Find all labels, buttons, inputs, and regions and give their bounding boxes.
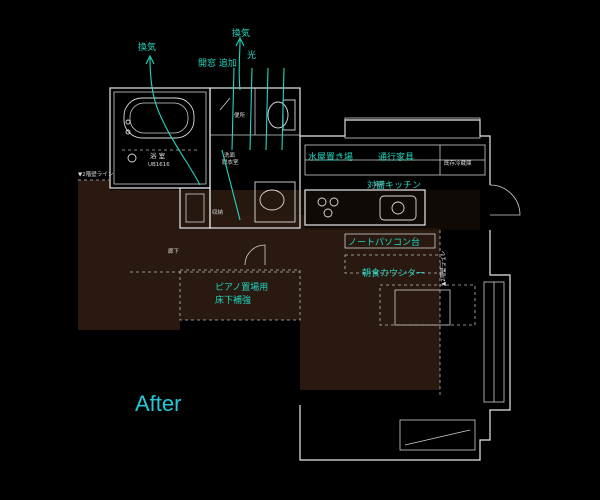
wash-basin	[254, 181, 296, 223]
note-ventilation-top: 換気	[232, 27, 250, 39]
kitchen-living: 既存冷蔵庫 台所 ▲2階壁ライン ▼2階壁ライン	[78, 117, 491, 395]
note-water-area: 水屋置き場	[308, 151, 353, 163]
annotations: 換気 換気 開窓 追加 光 水屋置き場 通行家具 対面キッチン ノートパソコン台…	[138, 27, 425, 306]
note-floor-reinforce: 床下補強	[215, 294, 251, 306]
floor-area	[78, 180, 480, 390]
washroom-label-1: 洗面	[224, 151, 236, 159]
storage-label: 収納	[212, 208, 224, 216]
line-2f-right: ▲2階壁ライン	[439, 250, 447, 286]
storage: 収納	[179, 187, 224, 229]
stove-burner	[317, 197, 327, 207]
note-sideboard: 通行家具	[378, 151, 414, 163]
bathtub	[123, 97, 195, 139]
kitchen-sink	[379, 195, 417, 221]
note-window-add: 開窓 追加	[198, 57, 237, 69]
note-pc-desk: ノートパソコン台	[348, 236, 420, 248]
note-breakfast-counter: 朝食カウンター	[362, 267, 425, 279]
toilet-label: 便所	[234, 111, 246, 119]
right-wall	[299, 184, 521, 461]
hallway: 廊下	[130, 244, 301, 321]
fridge-label: 既存冷蔵庫	[444, 159, 472, 167]
after-caption: After	[135, 391, 181, 416]
note-ventilation-left: 換気	[138, 41, 156, 53]
bathroom: 浴 室 UB1616	[109, 87, 211, 189]
washroom-label-2: 脱衣室	[222, 158, 239, 166]
line-2f-left: ▼2階壁ライン	[78, 170, 114, 178]
bath-room-label: 浴 室	[150, 151, 166, 160]
note-light: 光	[247, 49, 256, 61]
toilet-bowl	[267, 101, 289, 129]
note-counter-kitchen: 対面キッチン	[367, 179, 421, 191]
pc-desk	[344, 233, 436, 249]
hallway-label: 廊下	[168, 247, 180, 255]
piano-space	[179, 269, 301, 321]
bath-model-label: UB1616	[148, 162, 170, 168]
note-piano-space: ピアノ置場用	[215, 281, 268, 293]
door-swing	[489, 184, 521, 216]
kitchen-label: 台所	[374, 180, 386, 188]
